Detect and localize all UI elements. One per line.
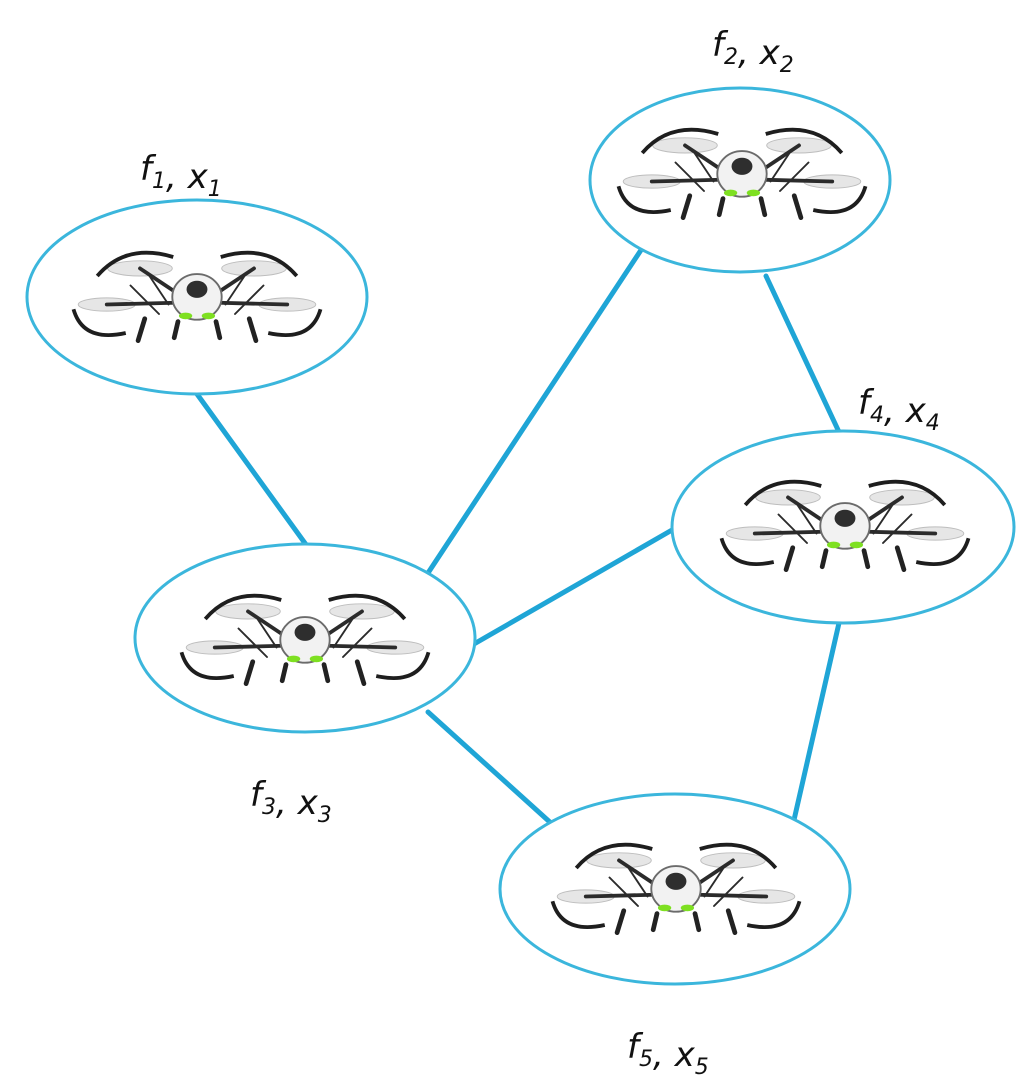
label-subscript: 3 <box>262 795 276 820</box>
edge-3-5 <box>428 712 552 824</box>
nodes-layer: f1, x1 f2, x2 f3, x3 f4, x4 f5, x5 <box>27 25 1014 1080</box>
label-subscript: 3 <box>318 803 332 828</box>
label-symbol: , <box>276 783 298 823</box>
label-subscript: 2 <box>780 53 794 78</box>
node-4-label: f4, x4 <box>858 383 940 436</box>
node-3: f3, x3 <box>135 544 475 828</box>
label-subscript: 1 <box>208 177 222 202</box>
edge-1-3 <box>197 394 307 546</box>
node-5: f5, x5 <box>500 794 850 1080</box>
edge-2-3 <box>428 247 643 573</box>
node-2: f2, x2 <box>590 25 890 272</box>
label-symbol: x <box>759 33 781 73</box>
node-3-label: f3, x3 <box>250 775 332 828</box>
label-symbol: x <box>674 1035 696 1075</box>
label-subscript: 4 <box>870 403 884 428</box>
label-symbol: , <box>653 1035 675 1075</box>
label-symbol: , <box>884 391 906 431</box>
label-symbol: , <box>166 157 188 197</box>
label-subscript: 2 <box>724 45 738 70</box>
edge-2-4 <box>766 276 839 432</box>
label-subscript: 5 <box>695 1055 709 1080</box>
label-subscript: 5 <box>639 1047 653 1072</box>
node-5-label: f5, x5 <box>627 1027 709 1080</box>
label-symbol: x <box>297 783 319 823</box>
node-1: f1, x1 <box>27 149 367 394</box>
node-2-label: f2, x2 <box>712 25 794 78</box>
label-symbol: x <box>187 157 209 197</box>
node-1-label: f1, x1 <box>140 149 222 202</box>
label-symbol: x <box>905 391 927 431</box>
label-subscript: 4 <box>926 411 940 436</box>
label-subscript: 1 <box>152 169 166 194</box>
edge-4-5 <box>794 623 839 820</box>
label-symbol: , <box>738 33 760 73</box>
node-4: f4, x4 <box>672 383 1014 623</box>
edge-3-4 <box>474 530 672 644</box>
